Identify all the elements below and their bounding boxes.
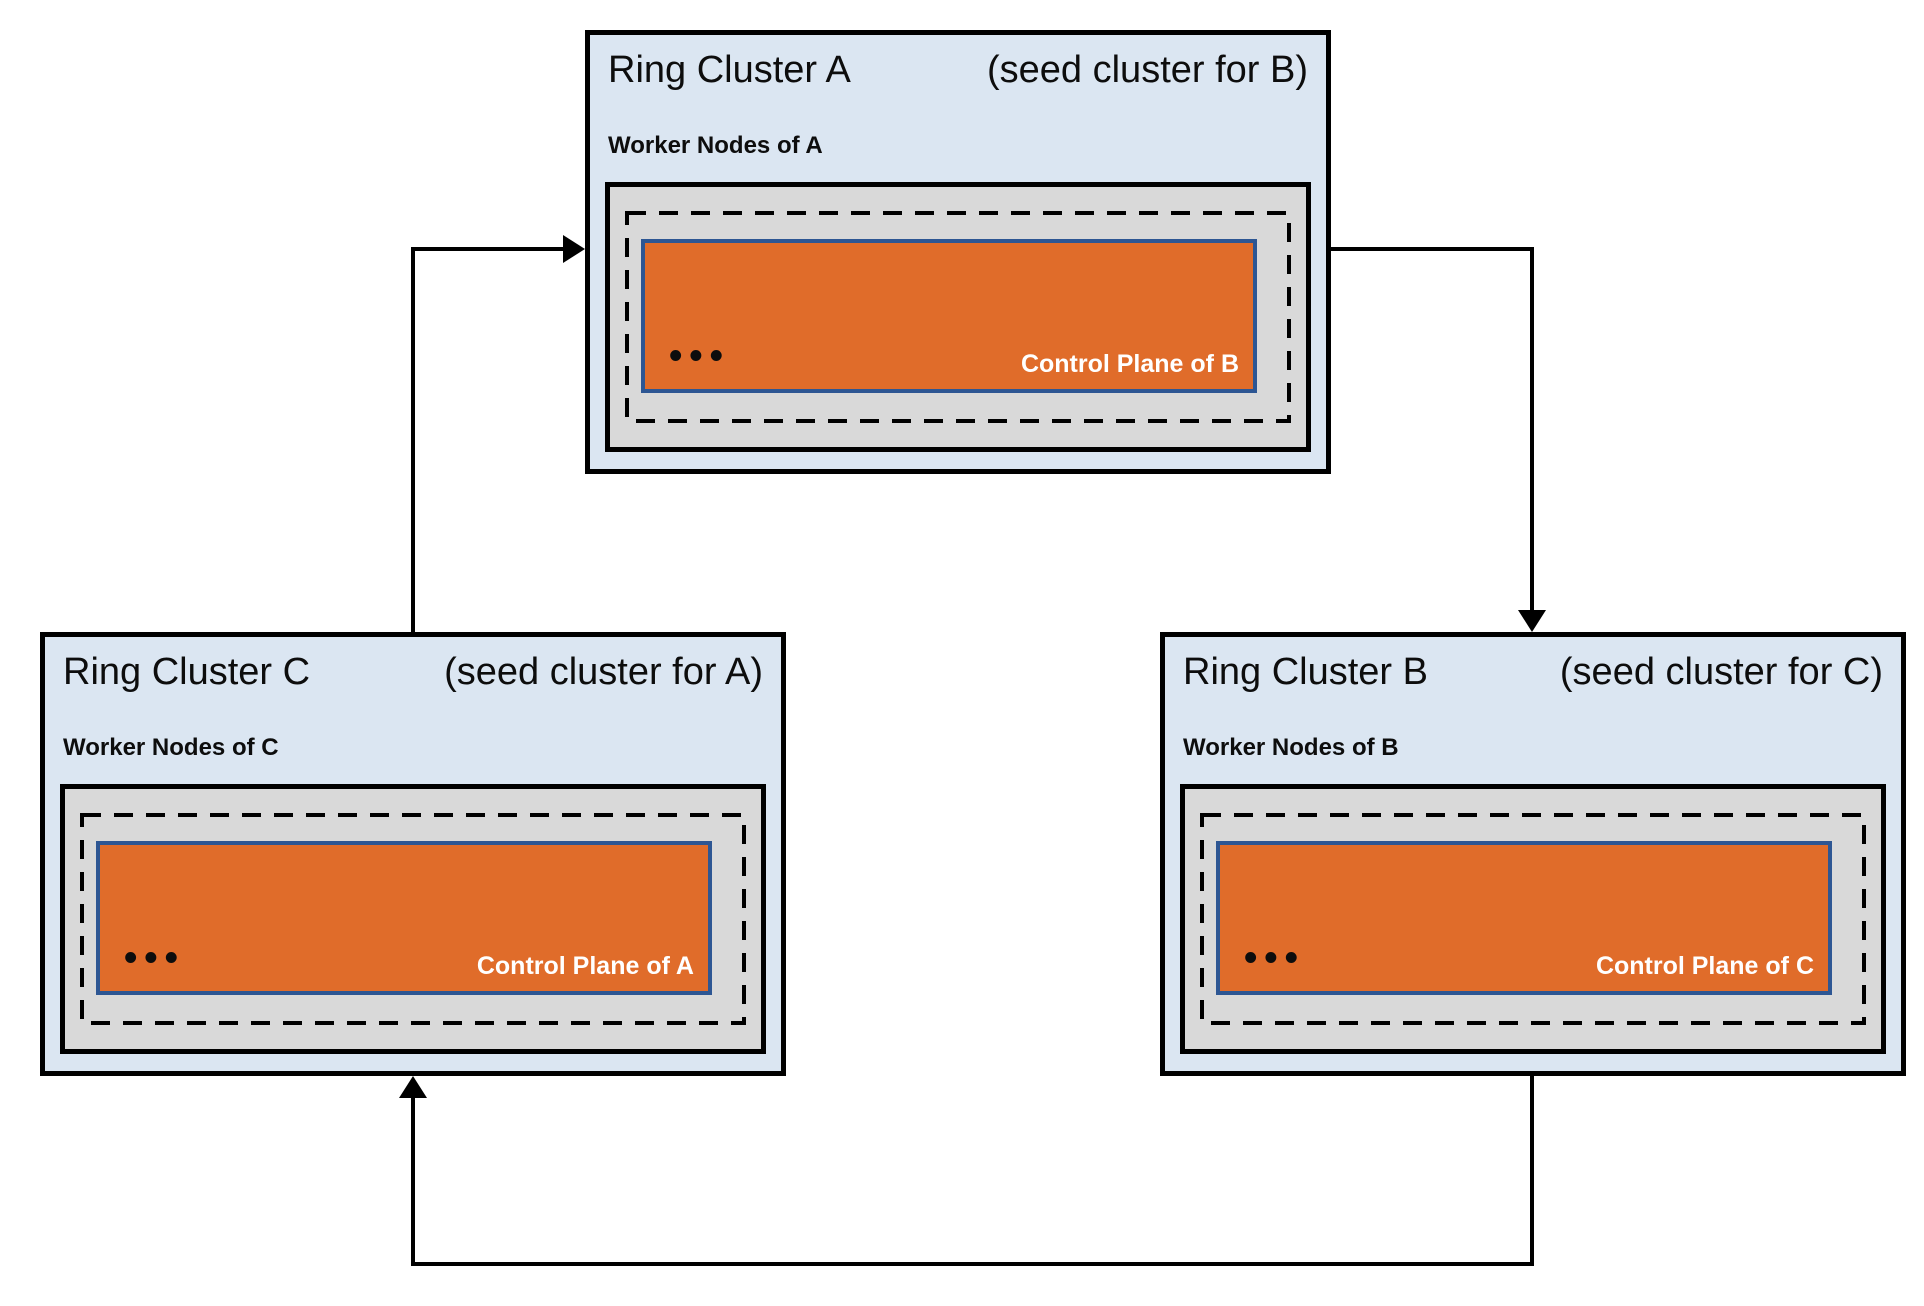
edge-c-to-a-arrowhead-icon: [563, 235, 585, 263]
edge-c-to-a-horizontal-line: [411, 247, 563, 251]
cluster-c-title: Ring Cluster C: [63, 651, 311, 693]
cluster-c-subtitle: (seed cluster for A): [444, 651, 763, 693]
edge-b-to-c-arrowhead-icon: [399, 1076, 427, 1098]
cluster-b-worker-nodes-label: Worker Nodes of B: [1183, 734, 1399, 761]
edge-a-to-b-vertical-line: [1530, 247, 1534, 610]
cluster-a-control-plane-box: ••• Control Plane of B: [641, 239, 1257, 393]
cluster-a-control-plane-label: Control Plane of B: [1020, 350, 1239, 378]
cluster-a-dashed-border: [625, 211, 1291, 423]
cluster-c-dashed-border: [80, 813, 746, 1025]
cluster-a-title-row: Ring Cluster A (seed cluster for B): [590, 35, 1326, 92]
cluster-b-title: Ring Cluster B: [1183, 651, 1428, 693]
edge-b-to-c-horizontal-line: [411, 1262, 1534, 1266]
cluster-b-control-plane-label: Control Plane of C: [1595, 952, 1814, 980]
cluster-a-worker-nodes-label: Worker Nodes of A: [608, 132, 823, 159]
cluster-b-box: Ring Cluster B (seed cluster for C) Work…: [1160, 632, 1906, 1076]
cluster-b-title-row: Ring Cluster B (seed cluster for C): [1165, 637, 1901, 694]
edge-b-to-c-right-vertical-line: [1530, 1076, 1534, 1266]
ellipsis-dots-icon: •••: [669, 335, 730, 377]
cluster-b-dashed-border: [1200, 813, 1866, 1025]
edge-a-to-b-arrowhead-icon: [1518, 610, 1546, 632]
cluster-b-control-plane-box: ••• Control Plane of C: [1216, 841, 1832, 995]
cluster-c-worker-nodes-label: Worker Nodes of C: [63, 734, 279, 761]
cluster-a-title: Ring Cluster A: [608, 49, 851, 91]
cluster-c-control-plane-label: Control Plane of A: [476, 952, 694, 980]
cluster-a-subtitle: (seed cluster for B): [987, 49, 1308, 91]
cluster-c-worker-pool-box: ••• Control Plane of A: [60, 784, 766, 1054]
cluster-b-subtitle: (seed cluster for C): [1559, 651, 1883, 693]
cluster-c-control-plane-box: ••• Control Plane of A: [96, 841, 712, 995]
edge-c-to-a-vertical-line: [411, 249, 415, 632]
ellipsis-dots-icon: •••: [1244, 937, 1305, 979]
edge-b-to-c-left-vertical-line: [411, 1098, 415, 1266]
cluster-c-box: Ring Cluster C (seed cluster for A) Work…: [40, 632, 786, 1076]
cluster-a-worker-pool-box: ••• Control Plane of B: [605, 182, 1311, 452]
cluster-b-worker-pool-box: ••• Control Plane of C: [1180, 784, 1886, 1054]
cluster-a-box: Ring Cluster A (seed cluster for B) Work…: [585, 30, 1331, 474]
edge-a-to-b-horizontal-line: [1331, 247, 1532, 251]
ellipsis-dots-icon: •••: [124, 937, 185, 979]
cluster-c-title-row: Ring Cluster C (seed cluster for A): [45, 637, 781, 694]
